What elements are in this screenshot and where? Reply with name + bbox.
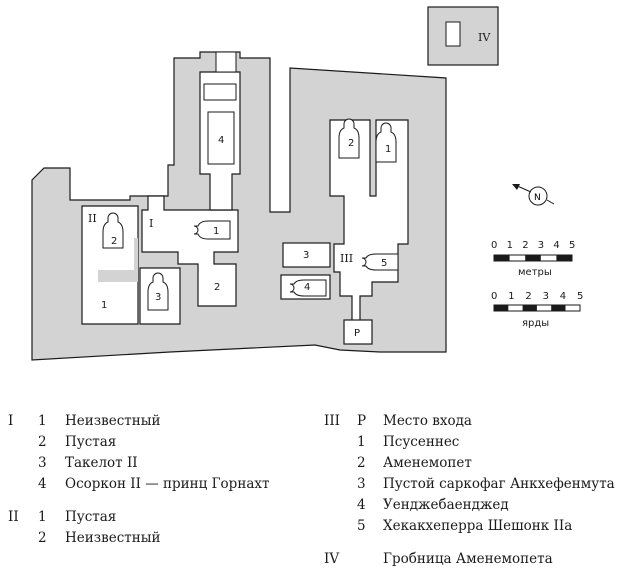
yards-tick-label: 3: [543, 291, 549, 302]
tomb-iv: IV: [427, 6, 499, 66]
yards-tick-label: 4: [560, 291, 566, 302]
room-number: 3: [303, 250, 309, 261]
tomb-iv-label: IV: [478, 31, 491, 44]
room-number: 2: [111, 236, 117, 247]
meters-tick-label: 0: [491, 240, 497, 251]
room-number: 1: [101, 300, 107, 311]
room-number: 1: [213, 226, 219, 237]
tomb-iii-room-3: [282, 242, 331, 268]
yards-tick-label: 2: [525, 291, 531, 302]
meters-tick-label: 1: [507, 240, 513, 251]
room-number: 5: [381, 258, 387, 269]
room-number: 4: [304, 282, 310, 293]
tomb-iii-label: III: [340, 252, 353, 265]
yards-tick-label: 1: [508, 291, 514, 302]
room-number: 2: [348, 138, 354, 149]
room-number: 4: [218, 135, 224, 146]
scale-unit-yards: ярды: [522, 318, 549, 329]
meters-tick-label: 4: [553, 240, 559, 251]
sarcophagus-icon: [102, 118, 399, 311]
meters-tick-label: 3: [538, 240, 544, 251]
meters-tick-label: 2: [522, 240, 528, 251]
tomb-plan: IV II I III 2 1 1 2 3 4 1 2 3 4 5 P: [31, 6, 583, 361]
tomb-i-label: I: [149, 217, 153, 230]
room-number: 3: [155, 292, 161, 303]
scale-unit-meters: метры: [518, 267, 552, 278]
yards-tick-label: 5: [577, 291, 583, 302]
room-number: 1: [385, 144, 391, 155]
tomb-iii-entrance: [343, 319, 373, 345]
room-number: P: [354, 328, 360, 339]
svg-text:N: N: [534, 193, 541, 203]
yards-tick-label: 0: [491, 291, 497, 302]
tomb-ii-label: II: [88, 212, 97, 225]
compass-icon: N: [512, 184, 555, 206]
room-number: 2: [214, 282, 220, 293]
meters-tick-label: 5: [569, 240, 575, 251]
